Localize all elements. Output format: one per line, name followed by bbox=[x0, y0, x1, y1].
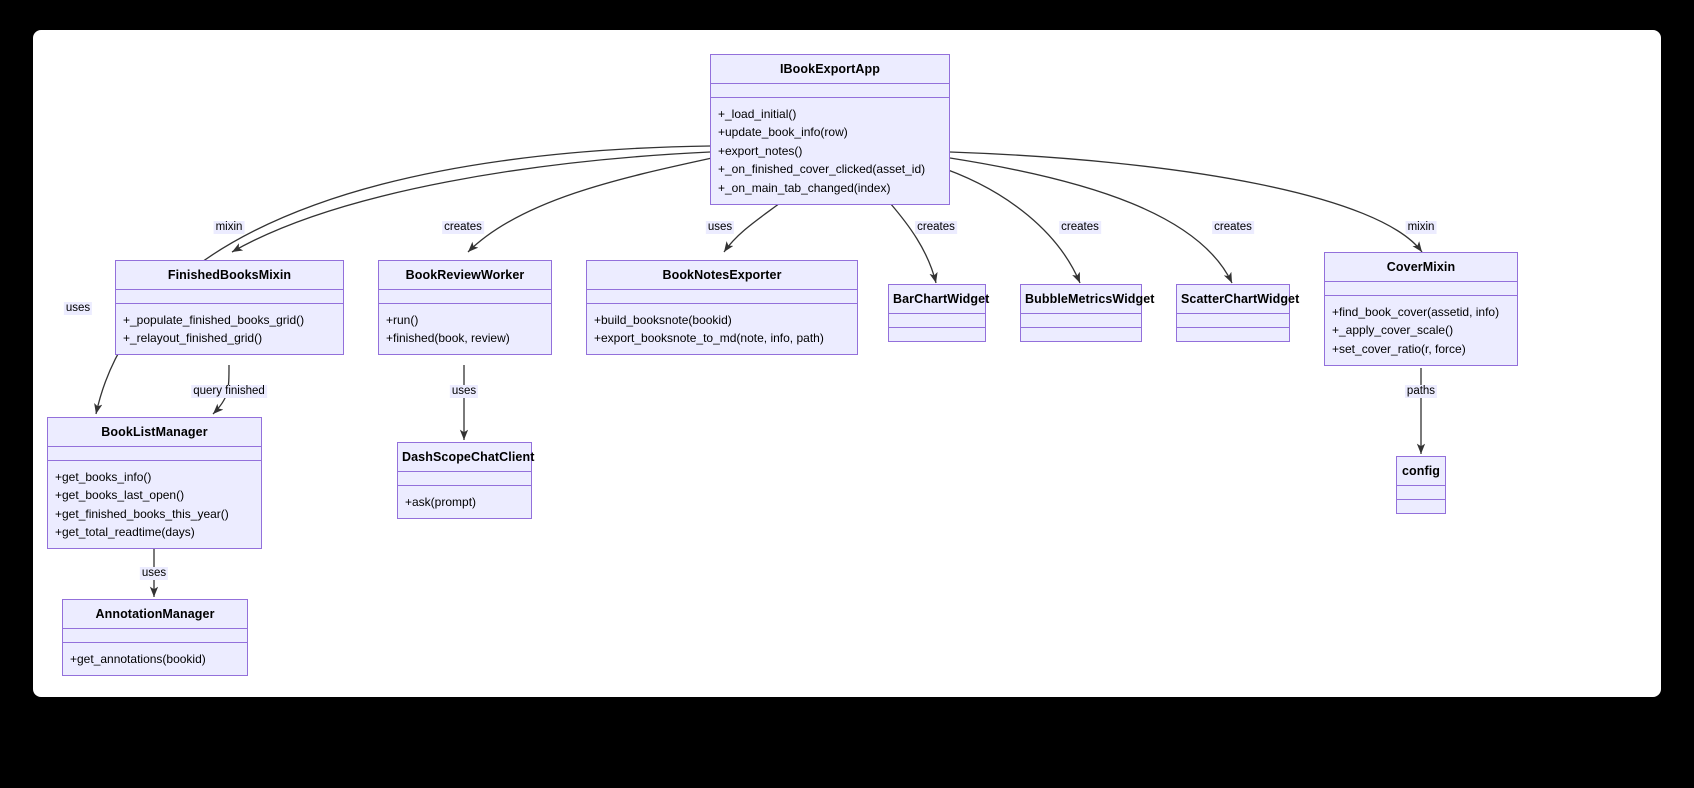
class-method: +_populate_finished_books_grid() bbox=[123, 312, 305, 327]
edge-label-creates-scatterchartwidget: creates bbox=[1212, 221, 1254, 234]
class-attributes bbox=[63, 629, 247, 643]
class-attributes bbox=[1021, 314, 1141, 328]
class-method: +finished(book, review) bbox=[386, 331, 510, 345]
edge-label-mixin-finishedbooks: mixin bbox=[213, 221, 245, 234]
edge-label-mixin-covermixin: mixin bbox=[1405, 221, 1437, 234]
class-method: +_load_initial() bbox=[718, 106, 797, 121]
class-method: +get_finished_books_this_year() bbox=[55, 506, 229, 521]
class-title: DashScopeChatClient bbox=[398, 443, 534, 472]
class-attributes bbox=[1325, 282, 1517, 296]
class-node-booklistmanager[interactable]: BookListManager +get_books_info() +get_b… bbox=[47, 417, 262, 549]
class-node-booknotesexporter[interactable]: BookNotesExporter +build_booksnote(booki… bbox=[586, 260, 858, 355]
class-title: CoverMixin bbox=[1325, 253, 1517, 282]
class-title: BarChartWidget bbox=[889, 285, 989, 314]
class-node-covermixin[interactable]: CoverMixin +find_book_cover(assetid, inf… bbox=[1324, 252, 1518, 366]
edge-label-uses-booklistmanager: uses bbox=[63, 302, 93, 315]
class-title: IBookExportApp bbox=[711, 55, 949, 84]
class-title: BookReviewWorker bbox=[379, 261, 551, 290]
class-title: config bbox=[1397, 457, 1445, 486]
class-method: +run() bbox=[386, 312, 419, 327]
class-methods: +get_books_info() +get_books_last_open()… bbox=[48, 461, 261, 548]
class-method: +set_cover_ratio(r, force) bbox=[1332, 341, 1466, 356]
class-method: +ask(prompt) bbox=[405, 494, 477, 509]
class-title: BubbleMetricsWidget bbox=[1021, 285, 1154, 314]
class-methods: +find_book_cover(assetid, info) +_apply_… bbox=[1325, 296, 1517, 365]
class-node-bubblemetricswidget[interactable]: BubbleMetricsWidget bbox=[1020, 284, 1154, 342]
class-attributes bbox=[379, 290, 551, 304]
edge-label-creates-bookreviewworker: creates bbox=[442, 221, 484, 234]
class-attributes bbox=[48, 447, 261, 461]
class-attributes bbox=[1397, 486, 1445, 500]
class-method: +export_booksnote_to_md(note, info, path… bbox=[594, 331, 824, 345]
edge-label-creates-bubblemetricswidget: creates bbox=[1059, 221, 1101, 234]
class-methods: +_load_initial() +update_book_info(row) … bbox=[711, 98, 949, 204]
class-method: +get_books_last_open() bbox=[55, 488, 185, 502]
edge-label-uses-annotationmanager: uses bbox=[139, 567, 169, 580]
class-methods: +ask(prompt) bbox=[398, 486, 531, 518]
class-method: +get_books_info() bbox=[55, 469, 152, 484]
class-node-bookreviewworker[interactable]: BookReviewWorker +run() +finished(book, … bbox=[378, 260, 552, 355]
class-methods bbox=[1021, 328, 1141, 341]
class-node-dashscopechatclient[interactable]: DashScopeChatClient +ask(prompt) bbox=[397, 442, 534, 519]
class-methods: +get_annotations(bookid) bbox=[63, 643, 247, 675]
edge-label-creates-barchartwidget: creates bbox=[915, 221, 957, 234]
class-node-annotationmanager[interactable]: AnnotationManager +get_annotations(booki… bbox=[62, 599, 248, 676]
edge-label-uses-booknotesexporter: uses bbox=[705, 221, 735, 234]
class-method: +_relayout_finished_grid() bbox=[123, 331, 263, 345]
class-attributes bbox=[1177, 314, 1289, 328]
class-title: BookListManager bbox=[48, 418, 261, 447]
class-attributes bbox=[398, 472, 531, 486]
class-title: AnnotationManager bbox=[63, 600, 247, 629]
class-method: +update_book_info(row) bbox=[718, 125, 848, 139]
class-method: +get_total_readtime(days) bbox=[55, 525, 195, 539]
class-methods: +build_booksnote(bookid) +export_booksno… bbox=[587, 304, 857, 354]
class-method: +build_booksnote(bookid) bbox=[594, 312, 732, 327]
class-title: ScatterChartWidget bbox=[1177, 285, 1299, 314]
class-methods bbox=[889, 328, 985, 341]
class-node-scatterchartwidget[interactable]: ScatterChartWidget bbox=[1176, 284, 1299, 342]
class-method: +export_notes() bbox=[718, 143, 803, 158]
class-title: FinishedBooksMixin bbox=[116, 261, 343, 290]
edge-label-query-finished: query finished bbox=[191, 385, 267, 398]
class-node-ibookexportapp[interactable]: IBookExportApp +_load_initial() +update_… bbox=[710, 54, 950, 205]
class-method: +get_annotations(bookid) bbox=[70, 651, 206, 666]
class-node-barchartwidget[interactable]: BarChartWidget bbox=[888, 284, 989, 342]
class-methods: +_populate_finished_books_grid() +_relay… bbox=[116, 304, 343, 354]
class-node-finishedbooksmixin[interactable]: FinishedBooksMixin +_populate_finished_b… bbox=[115, 260, 344, 355]
class-method: +find_book_cover(assetid, info) bbox=[1332, 304, 1500, 319]
class-method: +_apply_cover_scale() bbox=[1332, 323, 1454, 337]
class-method: +_on_finished_cover_clicked(asset_id) bbox=[718, 162, 926, 176]
class-attributes bbox=[711, 84, 949, 98]
class-methods: +run() +finished(book, review) bbox=[379, 304, 551, 354]
class-method: +_on_main_tab_changed(index) bbox=[718, 180, 891, 195]
class-attributes bbox=[889, 314, 985, 328]
class-attributes bbox=[116, 290, 343, 304]
class-attributes bbox=[587, 290, 857, 304]
class-title: BookNotesExporter bbox=[587, 261, 857, 290]
class-node-config[interactable]: config bbox=[1396, 456, 1446, 514]
class-methods bbox=[1177, 328, 1289, 341]
edge-label-uses-dashscope: uses bbox=[449, 385, 479, 398]
edge-label-paths-config: paths bbox=[1404, 385, 1438, 398]
class-methods bbox=[1397, 500, 1445, 513]
